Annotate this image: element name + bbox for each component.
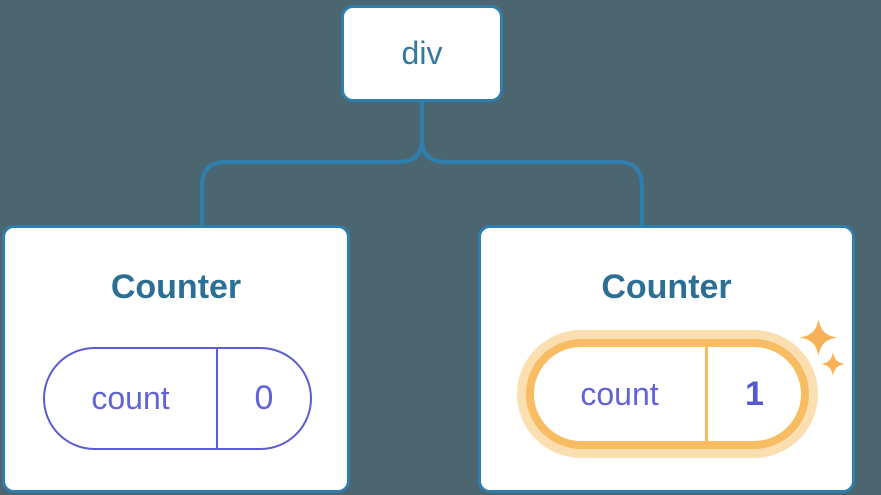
connector-branch-right (420, 139, 644, 226)
state-pill-count-0: count 0 (43, 347, 312, 450)
counter-title: Counter (601, 268, 732, 306)
root-node-label: div (401, 35, 443, 71)
tree-root-node-div: div (341, 5, 503, 102)
connector-branch-left (200, 139, 424, 226)
state-pill-count-1-highlighted: count 1 (526, 339, 809, 449)
counter-title: Counter (110, 268, 242, 306)
state-pill-key: count (534, 347, 708, 441)
state-pill-value: 1 (745, 374, 764, 413)
state-pill-value: 0 (254, 379, 274, 417)
counter-card-left: Counter count 0 (2, 225, 350, 493)
counter-card-right: Counter count 1 (478, 225, 855, 493)
state-pill-key: count (45, 349, 218, 448)
